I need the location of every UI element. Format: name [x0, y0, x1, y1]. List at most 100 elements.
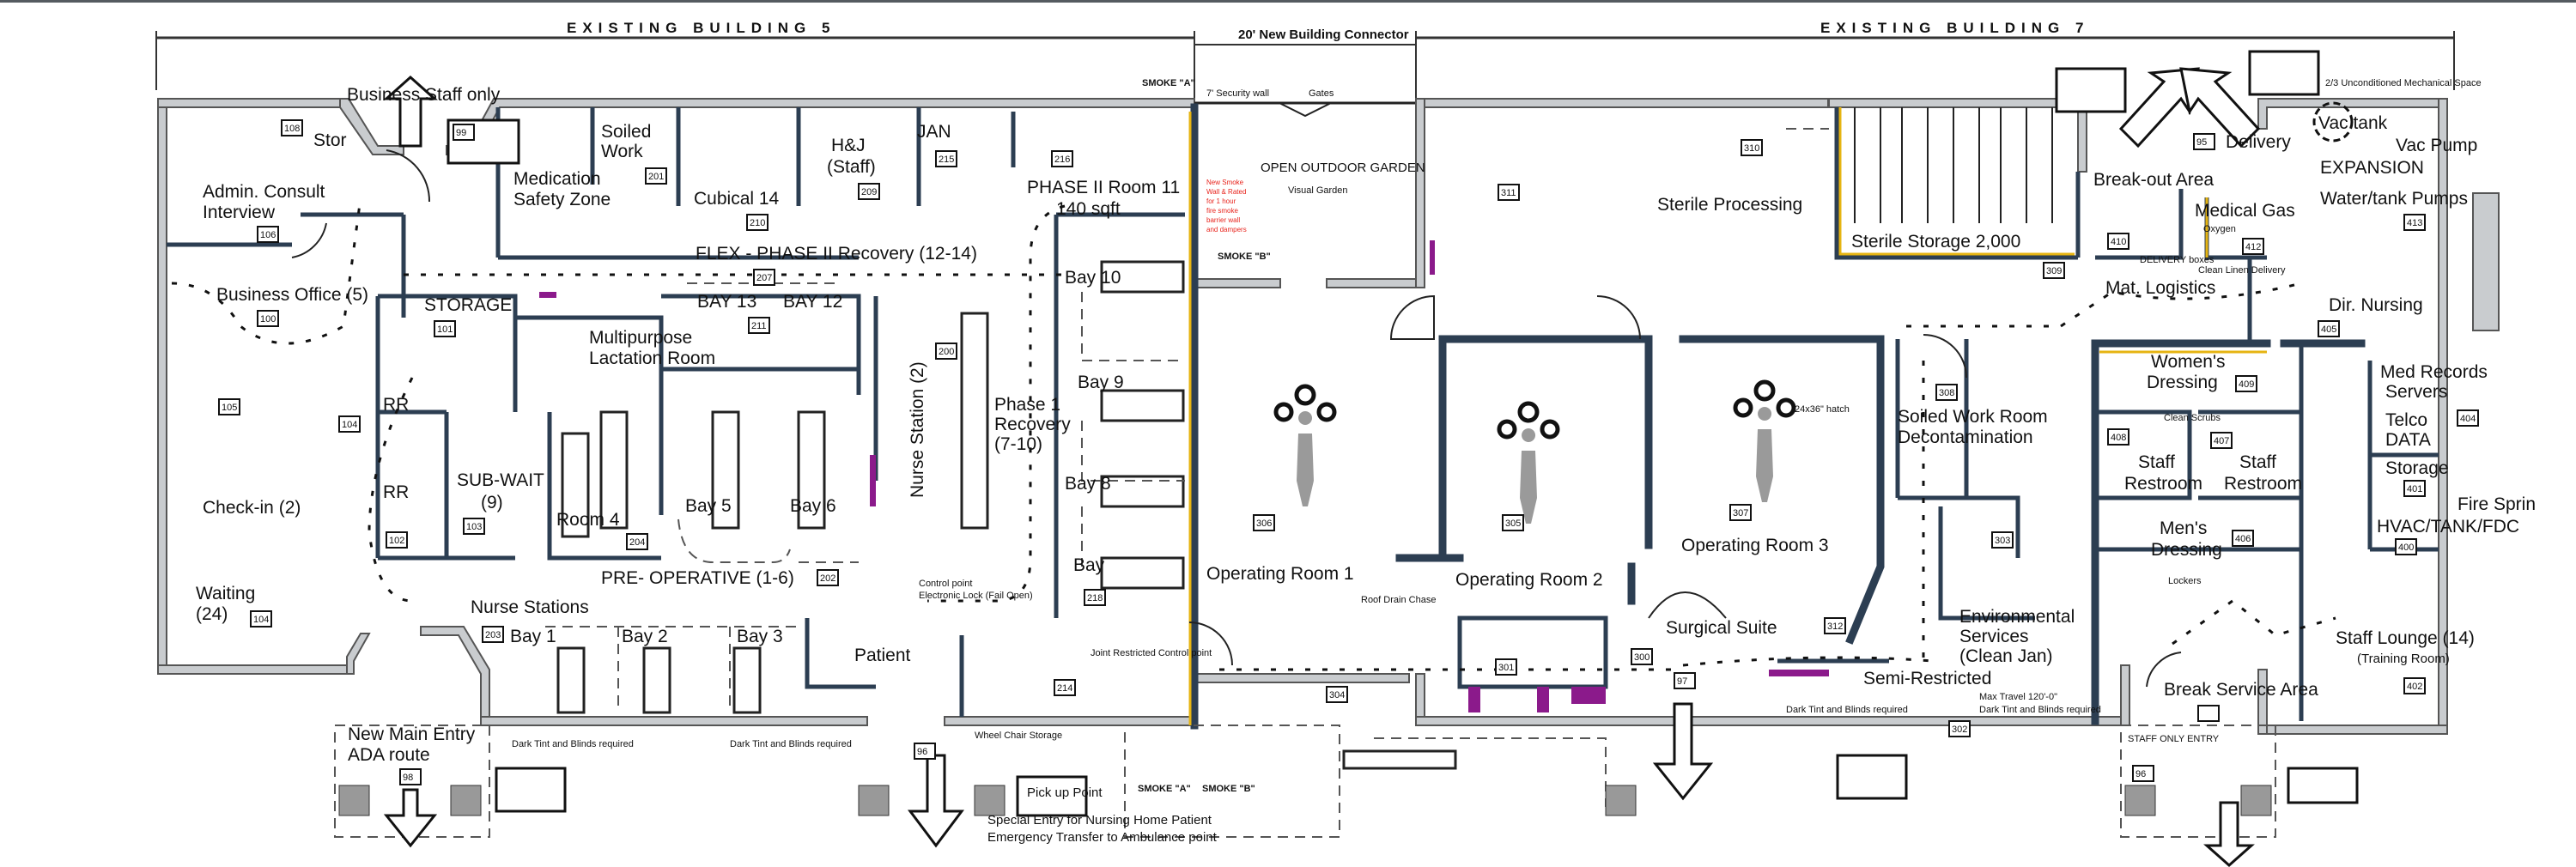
room-tag: 311 — [1498, 184, 1520, 201]
label-bay7: Bay — [1073, 555, 1105, 575]
room-tag: 214 — [1054, 679, 1076, 696]
room-tag: 200 — [935, 343, 957, 360]
building-7-heading: EXISTING BUILDING 7 — [1820, 20, 2089, 36]
label-restroom-2: Restroom — [2224, 474, 2302, 494]
label-services: Services — [1959, 627, 2029, 646]
smoke-wall-note: New Smoke Wall & Rated for 1 hour fire s… — [1206, 179, 1247, 233]
label-recovery-range: (7-10) — [994, 434, 1042, 454]
label-oxygen: Oxygen — [2203, 224, 2236, 234]
svg-text:204: 204 — [629, 537, 645, 548]
svg-text:302: 302 — [1952, 725, 1967, 735]
vac-tank-symbol — [2312, 101, 2354, 142]
room-tag: 105 — [218, 398, 240, 415]
label-clean-linen: Clean Linen Delivery — [2198, 265, 2286, 276]
label-bay6: Bay 6 — [790, 496, 836, 516]
svg-text:410: 410 — [2111, 237, 2126, 247]
label-rr-1: RR — [383, 395, 409, 415]
svg-text:211: 211 — [751, 321, 767, 331]
label-staff-restroom-1: Staff — [2138, 452, 2175, 472]
room-tag: 102 — [386, 531, 408, 549]
svg-text:303: 303 — [1995, 536, 2010, 546]
label-gates: Gates — [1309, 88, 1334, 99]
svg-text:308: 308 — [1939, 388, 1954, 398]
room-tag: 99 — [453, 124, 475, 141]
room-tag: 210 — [746, 214, 769, 231]
svg-text:215: 215 — [939, 155, 954, 165]
room-tag: 301 — [1495, 658, 1517, 676]
label-breakout: Break-out Area — [2093, 170, 2214, 190]
svg-text:309: 309 — [2046, 266, 2062, 276]
room-tag: 405 — [2318, 320, 2340, 337]
svg-text:209: 209 — [861, 187, 877, 197]
label-bay10: Bay 10 — [1065, 268, 1121, 288]
interior-walls — [167, 103, 2439, 730]
building-5-heading: EXISTING BUILDING 5 — [567, 20, 835, 36]
label-dark-tint-3: Dark Tint and Blinds required — [1786, 705, 1908, 715]
label-staff: (Staff) — [827, 157, 876, 177]
room-tag: 408 — [2107, 428, 2129, 446]
svg-text:404: 404 — [2460, 414, 2476, 424]
room-tag: 96 — [2132, 765, 2154, 782]
room-tag: 308 — [1935, 384, 1958, 401]
svg-text:104: 104 — [253, 615, 269, 625]
label-smoke-b-top: SMOKE "B" — [1218, 252, 1271, 262]
room-tag: 204 — [626, 533, 648, 550]
svg-text:311: 311 — [1501, 188, 1516, 198]
up-arrow-icon — [383, 75, 438, 148]
label-staff-restroom-2: Staff — [2239, 452, 2276, 472]
label-restroom-1: Restroom — [2124, 474, 2202, 494]
room-tag: 104 — [338, 415, 361, 433]
svg-text:100: 100 — [260, 314, 276, 324]
room-tag: 305 — [1502, 514, 1524, 531]
label-ada-route: ADA route — [348, 745, 430, 765]
label-work: Work — [601, 142, 643, 161]
svg-text:201: 201 — [648, 172, 664, 182]
room-tag: 215 — [935, 150, 957, 167]
label-joint-restricted: Joint Restricted Control point — [1091, 648, 1212, 658]
label-dark-tint-2: Dark Tint and Blinds required — [730, 739, 852, 749]
door-swings — [291, 149, 2182, 688]
label-vac-tank: Vac tank — [2318, 113, 2388, 133]
svg-text:97: 97 — [1677, 676, 1687, 687]
label-multipurpose: Multipurpose — [589, 328, 692, 348]
room-tag: 98 — [399, 768, 422, 785]
label-delivery: Delivery — [2226, 132, 2291, 152]
label-soiled-work-room: Soiled Work Room — [1898, 407, 2048, 427]
svg-text:202: 202 — [820, 573, 835, 584]
label-bay5: Bay 5 — [685, 496, 732, 516]
svg-text:306: 306 — [1256, 518, 1272, 529]
room-tag: 410 — [2107, 233, 2129, 250]
label-decontamination: Decontamination — [1898, 427, 2033, 447]
svg-text:95: 95 — [2196, 137, 2207, 148]
label-bay13: BAY 13 — [697, 292, 756, 312]
label-phase2-room11: PHASE II Room 11 — [1027, 178, 1180, 197]
room-number-tags: 108 99 106 201 210 209 215 216 207 100 1… — [218, 119, 2479, 785]
label-staff-only-entry: STAFF ONLY ENTRY — [2128, 734, 2220, 744]
svg-text:400: 400 — [2398, 543, 2414, 553]
label-telco: Telco — [2385, 410, 2427, 430]
label-or2: Operating Room 2 — [1455, 570, 1603, 590]
label-phase1: Phase 1 — [994, 395, 1060, 415]
room-tag: 108 — [281, 119, 303, 136]
label-roof-drain: Roof Drain Chase — [1361, 595, 1436, 605]
label-bay2: Bay 2 — [622, 627, 668, 646]
svg-text:412: 412 — [2245, 242, 2261, 252]
top-border — [0, 0, 2576, 3]
label-mens-dressing: Dressing — [2151, 540, 2222, 560]
room-tag: 406 — [2232, 530, 2254, 547]
diagonal-arrow-icon — [2179, 67, 2261, 149]
label-surgical-suite: Surgical Suite — [1666, 618, 1777, 638]
room-tag: 306 — [1253, 514, 1275, 531]
svg-text:fire smoke: fire smoke — [1206, 207, 1238, 215]
svg-text:102: 102 — [389, 536, 404, 546]
label-business-office: Business Office (5) — [216, 285, 368, 305]
label-safety-zone: Safety Zone — [513, 190, 611, 209]
room-tag: 404 — [2457, 409, 2479, 427]
label-sub-wait-count: (9) — [481, 493, 503, 512]
label-nurse-station: Nurse Station (2) — [908, 361, 927, 498]
label-mens: Men's — [2160, 518, 2207, 538]
room-tag: 412 — [2242, 238, 2264, 255]
down-arrow-icon — [1652, 702, 1714, 801]
svg-text:310: 310 — [1744, 143, 1759, 154]
